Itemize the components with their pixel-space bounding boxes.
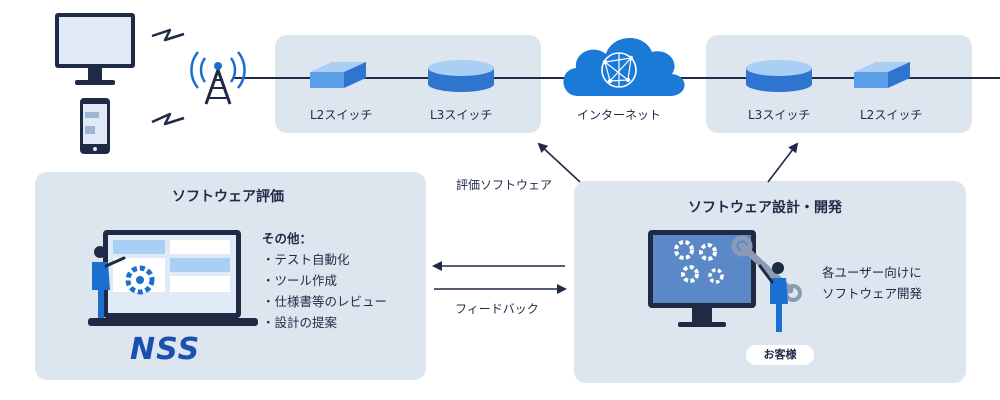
list-item: ・ツール作成 <box>262 273 338 288</box>
l2-switch-icon-right <box>854 62 910 88</box>
l3-switch-icon-left <box>428 60 494 92</box>
signal-bolt-icon-bottom <box>151 112 185 126</box>
feedback-label: フィードバック <box>455 302 539 316</box>
customer-badge: お客様 <box>746 345 814 365</box>
internet-cloud-icon <box>563 37 685 96</box>
internet-label: インターネット <box>577 108 662 122</box>
other-heading: その他： <box>262 231 313 246</box>
evaluation-list: その他： ・テスト自動化 ・ツール作成 ・仕様書等のレビュー ・設計の提案 <box>262 228 387 333</box>
monitor-icon <box>55 13 135 85</box>
l2-switch-label-right: L2スイッチ <box>860 108 923 122</box>
eval-software-label: 評価ソフトウェア <box>456 178 553 192</box>
list-item: ・設計の提案 <box>262 315 338 330</box>
design-title: ソフトウェア設計・開発 <box>688 200 842 216</box>
l3-switch-label-right: L3スイッチ <box>748 108 811 122</box>
evaluation-title: ソフトウェア評価 <box>172 189 284 205</box>
l2-switch-label-left: L2スイッチ <box>310 108 373 122</box>
smartphone-icon <box>80 98 110 154</box>
arrow-to-left-network <box>537 142 581 183</box>
l3-switch-icon-right <box>746 60 812 92</box>
arrow-to-right-network <box>767 142 799 183</box>
laptop-engineer-icon <box>88 230 258 326</box>
description-line: 各ユーザー向けに <box>822 265 922 280</box>
list-item: ・テスト自動化 <box>262 252 350 267</box>
design-description: 各ユーザー向けに ソフトウェア開発 <box>822 262 922 304</box>
l2-switch-icon-left <box>310 62 366 88</box>
signal-bolt-icon-top <box>151 28 185 42</box>
l3-switch-label-left: L3スイッチ <box>430 108 493 122</box>
description-line: ソフトウェア開発 <box>822 286 923 301</box>
desktop-gears-engineer-icon <box>648 230 802 332</box>
nss-logo: NSS <box>130 332 201 367</box>
list-item: ・仕様書等のレビュー <box>262 294 388 309</box>
antenna-tower-icon <box>190 51 246 105</box>
